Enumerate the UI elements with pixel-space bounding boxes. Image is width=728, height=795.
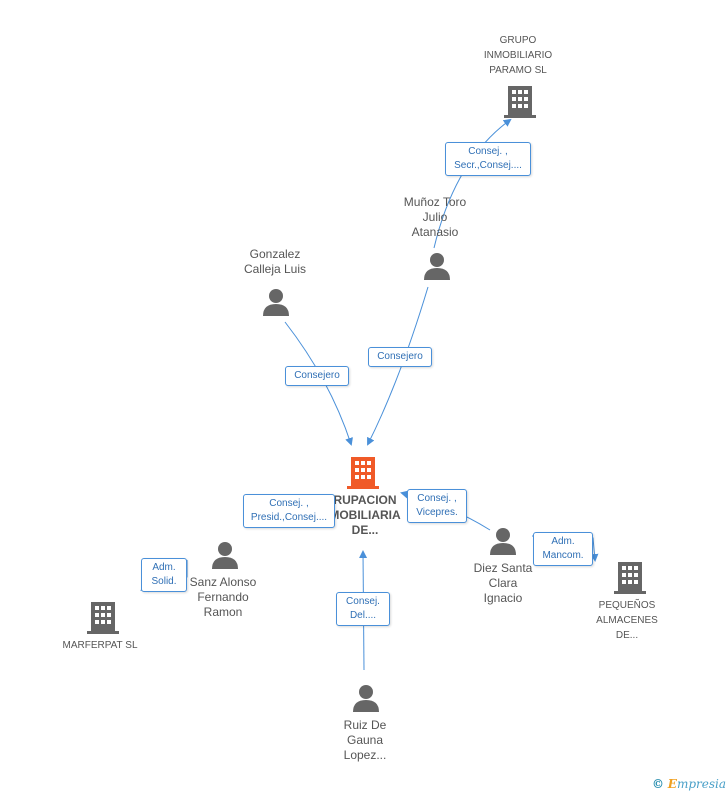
edge-label-munoz-grupo[interactable]: Consej. , Secr.,Consej....	[445, 142, 531, 176]
edge-label-sanz-marferpat[interactable]: Adm. Solid.	[141, 558, 187, 592]
node-munoz-toro[interactable]: Muñoz Toro Julio Atanasio	[403, 195, 467, 239]
edge-label-munoz-center[interactable]: Consejero	[368, 347, 432, 367]
edge-label-diez-pequenos[interactable]: Adm. Mancom.	[533, 532, 593, 566]
person-icon	[212, 542, 238, 569]
node-gonzalez-calleja[interactable]: Gonzalez Calleja Luis	[243, 247, 307, 276]
node-grupo-inmobiliario-paramo[interactable]: GRUPO INMOBILIARIO PARAMO SL	[483, 35, 553, 76]
node-sanz-alonso[interactable]: Sanz Alonso Fernando Ramon	[189, 575, 257, 619]
building-icon	[614, 562, 646, 594]
node-ruiz-de-gauna[interactable]: Ruiz De Gauna Lopez...	[343, 718, 387, 762]
person-icon	[490, 528, 516, 555]
person-icon	[424, 253, 450, 280]
person-icon	[263, 289, 289, 316]
copyright-symbol: ©	[651, 777, 664, 791]
node-center-company[interactable]: RUPACION MOBILIARIA DE...	[329, 493, 401, 537]
brand-name: mpresia	[676, 777, 726, 791]
edge-munoz-to-center	[367, 286, 429, 446]
edge-label-diez-center[interactable]: Consej. , Vicepres.	[407, 489, 467, 523]
edge-label-sanz-center[interactable]: Consej. , Presid.,Consej....	[243, 494, 335, 528]
edge-label-ruiz-center[interactable]: Consej. Del....	[336, 592, 390, 626]
node-marferpat[interactable]: MARFERPAT SL	[62, 640, 138, 651]
empresia-watermark: © Empresia	[652, 777, 726, 791]
edge-label-gonzalez-center[interactable]: Consejero	[285, 366, 349, 386]
building-icon-center	[347, 457, 379, 489]
node-diez-santa-clara[interactable]: Diez Santa Clara Ignacio	[473, 561, 533, 605]
node-pequenos-almacenes[interactable]: PEQUEÑOS ALMACENES DE...	[596, 600, 658, 641]
building-icon	[87, 602, 119, 634]
brand-initial: E	[667, 777, 677, 791]
person-icon	[353, 685, 379, 712]
building-icon	[504, 86, 536, 118]
